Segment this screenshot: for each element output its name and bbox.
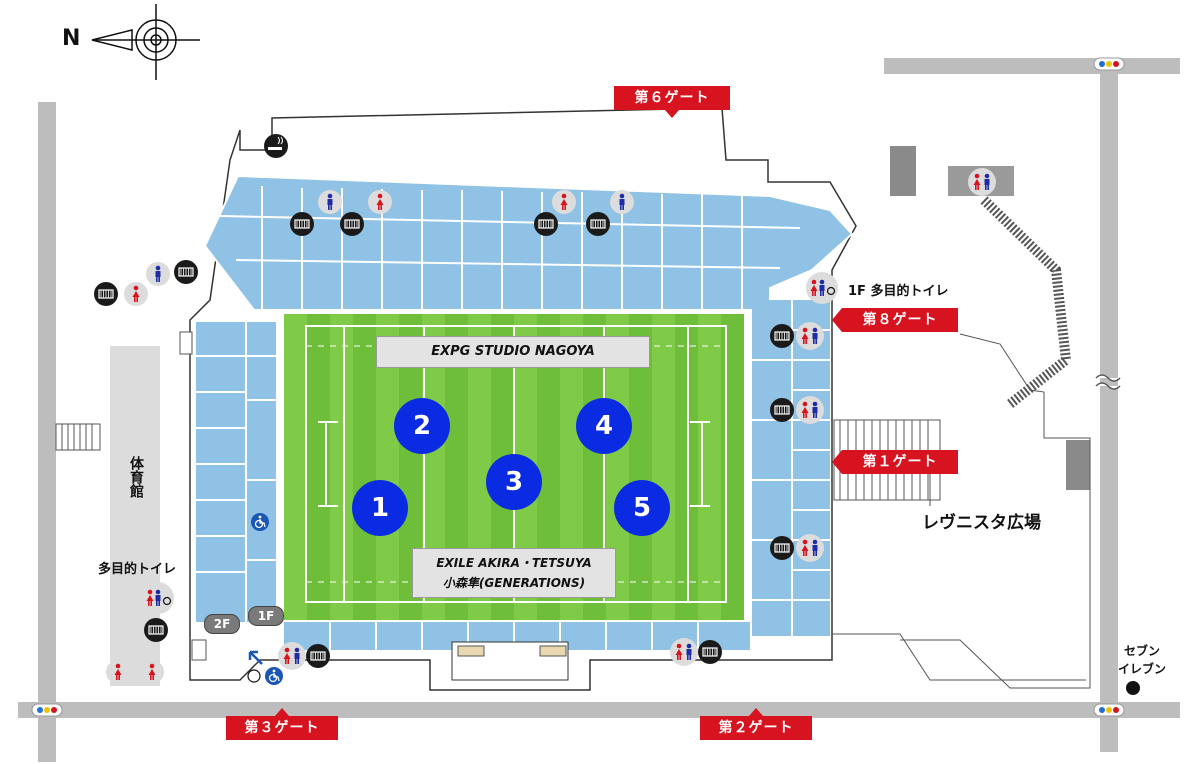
stairs [55,423,101,451]
toilet-icon [106,660,130,684]
trash-icon [94,282,118,306]
trash-icon [770,398,794,422]
floor-1f-badge: 1F [248,606,284,626]
trash-icon [770,324,794,348]
gate-1-label: 第１ゲート [832,450,958,474]
wheelchair-icon [251,513,269,531]
toilet-icon [278,642,306,670]
toilet-icon [968,168,996,196]
stand-top [203,174,854,311]
trash-icon [770,536,794,560]
goal-post-left [318,421,338,507]
stand-left [196,322,276,622]
zone-marker-2[interactable]: 2 [394,398,450,454]
gate-3-label: 第３ゲート [226,708,338,740]
traffic-light-icon [1093,57,1125,71]
road-left [38,102,56,762]
building [1066,440,1090,490]
trash-icon [144,618,168,642]
traffic-light-icon [1093,703,1125,717]
traffic-light-icon [31,703,63,717]
building [890,146,916,196]
toilet-icon [796,396,824,424]
goal-post-right [690,421,710,507]
elevator-icon [247,669,261,683]
compass-icon [91,4,200,80]
trash-icon [586,212,610,236]
road-top-right [884,58,1180,74]
zone-marker-4[interactable]: 4 [576,398,632,454]
multi-toilet-icon [142,582,174,614]
convenience-store-icon [1126,681,1140,695]
multi-toilet-1f-label: 1F 多目的トイレ [848,284,949,299]
expg-banner: EXPG STUDIO NAGOYA [376,336,650,368]
exile-banner-line2: 小森隼(GENERATIONS) [442,576,586,590]
toilet-icon [670,638,698,666]
gate-2-label: 第２ゲート [700,708,812,740]
toilet-icon [796,322,824,350]
trash-icon [306,644,330,668]
trash-icon [534,212,558,236]
wheelchair-icon [265,667,283,685]
gym-label: 体育館 [125,456,145,505]
pitch-stripes [284,314,721,620]
toilet-icon [140,660,164,684]
trash-icon [340,212,364,236]
floor-2f-badge: 2F [204,614,240,634]
plaza-label: レヴニスタ広場 [922,513,1041,533]
multi-toilet-label: 多目的トイレ [98,562,177,577]
exile-banner-line1: EXILE AKIRA・TETSUYA [436,556,592,570]
stand-top-dividers [219,186,801,310]
toilet-icon [368,190,392,214]
road-bottom [18,702,1180,718]
seven-eleven-label-2: イレブン [1118,662,1167,676]
trash-icon [290,212,314,236]
zone-marker-3[interactable]: 3 [486,454,542,510]
toilet-icon [796,534,824,562]
entrance-arrow-icon [248,650,263,665]
gate-6-label: 第６ゲート [614,86,730,118]
toilet-icon [318,190,342,214]
gym-label-text: 体育館 [128,456,144,498]
toilet-icon [552,190,576,214]
trash-icon [698,640,722,664]
gate-8-label: 第８ゲート [832,308,958,332]
road-right [1100,72,1118,752]
compass-north-label: N [62,26,81,51]
smoking-icon [264,134,288,158]
seven-eleven-label-1: セブン [1124,644,1161,658]
multi-toilet-icon [806,272,838,304]
zone-marker-5[interactable]: 5 [614,480,670,536]
toilet-icon [146,262,170,286]
footbridge [980,196,1072,408]
exile-banner: EXILE AKIRA・TETSUYA 小森隼(GENERATIONS) [412,548,616,598]
toilet-icon [610,190,634,214]
toilet-icon [124,282,148,306]
zone-marker-1[interactable]: 1 [352,480,408,536]
trash-icon [174,260,198,284]
